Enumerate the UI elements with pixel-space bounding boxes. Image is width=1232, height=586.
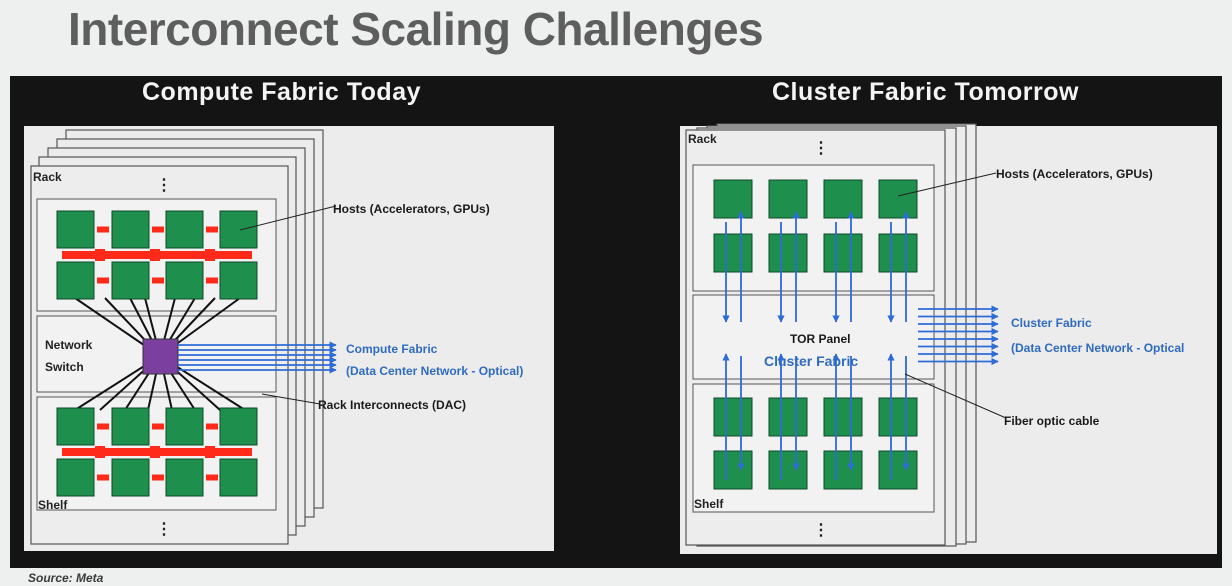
cluster-fabric-sublabel: (Data Center Network - Optical (1011, 341, 1184, 355)
left-switch-shelf (36, 315, 277, 393)
gpu (56, 210, 95, 249)
switch-label-line2: Switch (45, 360, 84, 374)
cluster-fabric-arrows (918, 305, 999, 366)
gpu (56, 261, 95, 300)
cluster-fabric-label: Cluster Fabric (1011, 316, 1092, 330)
gpu (56, 407, 95, 446)
gpu (878, 179, 918, 219)
gpu-link (97, 226, 109, 233)
left-diagram: Rack ⋮ ⋮ Shelf Network Switch Hosts (Acc… (24, 126, 554, 551)
gpu-link-node (150, 446, 160, 458)
gpu-link (152, 226, 164, 233)
gpu (878, 397, 918, 437)
gpu (768, 179, 808, 219)
gpu (111, 407, 150, 446)
tor-panel (692, 294, 935, 380)
gpu-link (206, 423, 218, 430)
rack-interconnects-callout: Rack Interconnects (DAC) (318, 398, 466, 412)
hosts-callout-line-left (239, 205, 337, 231)
gpu (111, 261, 150, 300)
tor-panel-label: TOR Panel (790, 332, 850, 346)
left-shelf-label: Shelf (38, 498, 68, 512)
gpu-link (206, 277, 218, 284)
left-rack-ellipsis-top: ⋮ (156, 177, 172, 194)
interconnect-callout-line (261, 393, 321, 405)
gpu-link (97, 474, 109, 481)
gpu (111, 210, 150, 249)
gpu-link-node (95, 446, 105, 458)
gpu-link (152, 423, 164, 430)
gpu (56, 458, 95, 497)
right-gpus (713, 179, 918, 490)
gpu-link (206, 474, 218, 481)
gpu (713, 450, 753, 490)
gpu (768, 450, 808, 490)
left-gpu-links (62, 226, 252, 481)
left-gpus (56, 210, 258, 497)
gpu-link (152, 474, 164, 481)
gpu (165, 210, 204, 249)
right-shelf-label: Shelf (694, 497, 724, 511)
right-rack-label: Rack (688, 132, 717, 146)
gpu (111, 458, 150, 497)
gpu (219, 261, 258, 300)
gpu (768, 397, 808, 437)
gpu (823, 397, 863, 437)
right-hosts-callout: Hosts (Accelerators, GPUs) (996, 167, 1153, 181)
gpu (713, 179, 753, 219)
compute-fabric-sublabel: (Data Center Network - Optical) (346, 364, 523, 378)
gpu (219, 407, 258, 446)
gpu (165, 407, 204, 446)
right-panel-heading: Cluster Fabric Tomorrow (772, 78, 1079, 106)
gpu (823, 179, 863, 219)
gpu (878, 233, 918, 273)
gpu-link (152, 277, 164, 284)
fiber-optic-callout: Fiber optic cable (1004, 414, 1100, 428)
gpu-link-node (150, 249, 160, 261)
gpu (878, 450, 918, 490)
gpu-link (97, 423, 109, 430)
left-hosts-callout: Hosts (Accelerators, GPUs) (333, 202, 490, 216)
right-rack-ellipsis-bottom: ⋮ (813, 522, 829, 539)
gpu (165, 458, 204, 497)
compute-fabric-label: Compute Fabric (346, 342, 438, 356)
hosts-callout-line-right (897, 172, 997, 197)
gpu-fiber-arrows (722, 211, 910, 480)
compute-fabric-arrows (178, 341, 337, 374)
left-rack-label: Rack (33, 170, 62, 184)
right-rack-ellipsis-top: ⋮ (813, 140, 829, 157)
gpu (713, 397, 753, 437)
switch-label-line1: Network (45, 338, 93, 352)
tor-cluster-fabric-label: Cluster Fabric (764, 353, 858, 369)
gpu-link (97, 277, 109, 284)
fiber-callout-line (904, 373, 1007, 419)
gpu (823, 450, 863, 490)
gpu (219, 458, 258, 497)
gpu-link (206, 226, 218, 233)
left-rack-ellipsis-bottom: ⋮ (156, 521, 172, 538)
gpu-link-node (95, 249, 105, 261)
right-diagram: Rack ⋮ ⋮ Shelf TOR Panel Cluster Fabric … (680, 123, 1217, 554)
network-switch (142, 338, 179, 375)
source-caption: Source: Meta (28, 571, 104, 585)
gpu-link-node (205, 249, 215, 261)
left-panel-heading: Compute Fabric Today (142, 78, 422, 106)
gpu (823, 233, 863, 273)
gpu-link-node (205, 446, 215, 458)
gpu (713, 233, 753, 273)
slide-title: Interconnect Scaling Challenges (68, 3, 764, 55)
gpu (165, 261, 204, 300)
gpu (219, 210, 258, 249)
gpu (768, 233, 808, 273)
